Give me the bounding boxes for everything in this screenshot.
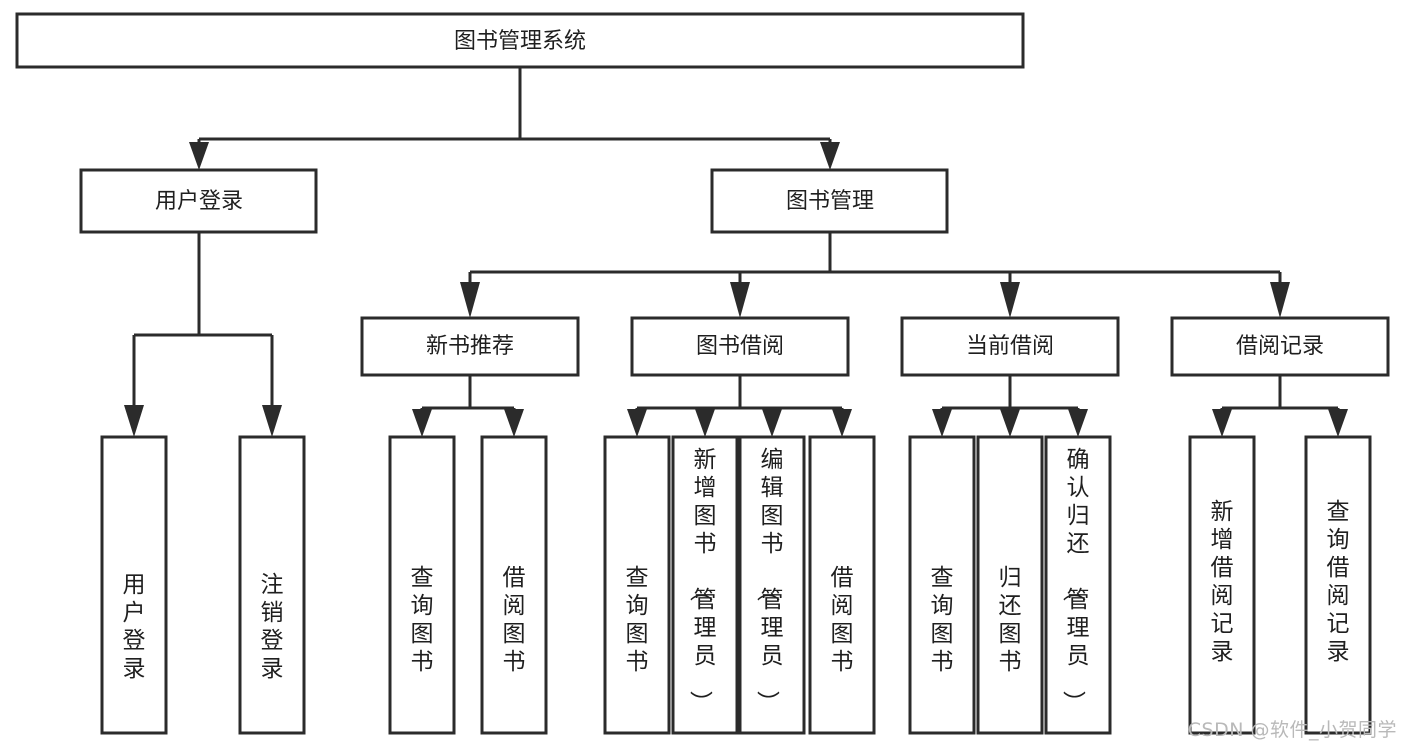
node-leaf-add-borrow-record[interactable]: 新增借阅记录 xyxy=(1188,435,1256,735)
node-leaf-borrow-book-1-label: 借阅图书 xyxy=(503,565,526,675)
arrowhead-leaf-query-book-2 xyxy=(627,409,647,437)
node-book-borrow-box[interactable] xyxy=(630,316,850,377)
node-leaf-query-book-2-box[interactable] xyxy=(603,435,671,735)
arrowhead-leaf-confirm-return-admin xyxy=(1068,409,1088,437)
node-leaf-query-book-1-box[interactable] xyxy=(388,435,456,735)
node-current-borrow-box[interactable] xyxy=(900,316,1120,377)
node-root-label: 图书管理系统 xyxy=(454,29,586,54)
node-leaf-borrow-book-2-box[interactable] xyxy=(808,435,876,735)
node-leaf-logout-login-label: 注销登录 xyxy=(261,572,284,682)
node-leaf-query-borrow-record-box[interactable] xyxy=(1304,435,1372,735)
node-book-management-box[interactable] xyxy=(710,168,949,234)
arrowhead-current-borrow xyxy=(1000,282,1020,318)
node-leaf-edit-book-admin-box[interactable] xyxy=(738,435,806,735)
node-borrow-record-label: 借阅记录 xyxy=(1236,334,1324,359)
node-leaf-confirm-return-admin-label: 确认归还（管理员） xyxy=(1061,447,1090,714)
arrowhead-leaf-user-login xyxy=(124,405,144,437)
node-book-management[interactable]: 图书管理 xyxy=(710,168,949,234)
arrowhead-user-login xyxy=(189,142,209,170)
node-leaf-borrow-book-2-label: 借阅图书 xyxy=(831,565,854,675)
node-leaf-add-borrow-record-label: 新增借阅记录 xyxy=(1211,499,1234,665)
node-leaf-query-book-2[interactable]: 查询图书 xyxy=(603,435,671,735)
node-leaf-return-book-box[interactable] xyxy=(976,435,1044,735)
node-leaf-borrow-book-1-box[interactable] xyxy=(480,435,548,735)
node-book-management-label: 图书管理 xyxy=(786,189,874,214)
node-leaf-query-book-1-label: 查询图书 xyxy=(411,565,434,675)
node-borrow-record-box[interactable] xyxy=(1170,316,1390,377)
node-leaf-user-login-box[interactable] xyxy=(100,435,168,735)
node-leaf-logout-login[interactable]: 注销登录 xyxy=(238,435,306,735)
node-leaf-add-book-admin[interactable]: 新增图书（管理员） xyxy=(671,435,739,735)
node-leaf-add-book-admin-label: 新增图书（管理员） xyxy=(688,447,717,714)
arrowhead-borrow-record xyxy=(1270,282,1290,318)
node-root[interactable]: 图书管理系统 xyxy=(15,12,1025,69)
node-leaf-add-borrow-record-box[interactable] xyxy=(1188,435,1256,735)
node-leaf-query-book-1[interactable]: 查询图书 xyxy=(388,435,456,735)
node-leaf-query-borrow-record[interactable]: 查询借阅记录 xyxy=(1304,435,1372,735)
node-book-borrow-label: 图书借阅 xyxy=(696,334,784,359)
node-leaf-return-book-label: 归还图书 xyxy=(999,565,1022,675)
node-user-login-box[interactable] xyxy=(79,168,318,234)
node-leaf-query-book-3-label: 查询图书 xyxy=(931,565,954,675)
connector-layer xyxy=(124,67,1348,437)
arrowhead-leaf-query-borrow-record xyxy=(1328,409,1348,437)
arrowhead-leaf-query-book-1 xyxy=(412,409,432,437)
node-user-login[interactable]: 用户登录 xyxy=(79,168,318,234)
arrowhead-leaf-logout-login xyxy=(262,405,282,437)
node-leaf-query-book-2-label: 查询图书 xyxy=(626,565,649,675)
node-leaf-user-login[interactable]: 用户登录 xyxy=(100,435,168,735)
node-current-borrow[interactable]: 当前借阅 xyxy=(900,316,1120,377)
node-leaf-query-borrow-record-label: 查询借阅记录 xyxy=(1327,499,1350,665)
arrowhead-leaf-add-book-admin xyxy=(695,409,715,437)
node-leaf-confirm-return-admin[interactable]: 确认归还（管理员） xyxy=(1044,435,1112,735)
arrowhead-new-book-recommend xyxy=(460,282,480,318)
node-new-book-recommend-box[interactable] xyxy=(360,316,580,377)
arrowhead-leaf-borrow-book-2 xyxy=(832,409,852,437)
arrowhead-leaf-edit-book-admin xyxy=(762,409,782,437)
node-borrow-record[interactable]: 借阅记录 xyxy=(1170,316,1390,377)
node-root-box[interactable] xyxy=(15,12,1025,69)
node-leaf-logout-login-box[interactable] xyxy=(238,435,306,735)
node-leaf-edit-book-admin-label: 编辑图书（管理员） xyxy=(755,447,784,714)
node-leaf-return-book[interactable]: 归还图书 xyxy=(976,435,1044,735)
arrowhead-leaf-borrow-book-1 xyxy=(504,409,524,437)
node-new-book-recommend[interactable]: 新书推荐 xyxy=(360,316,580,377)
node-leaf-confirm-return-admin-box[interactable] xyxy=(1044,435,1112,735)
node-user-login-label: 用户登录 xyxy=(155,189,243,214)
arrowhead-book-borrow xyxy=(730,282,750,318)
node-current-borrow-label: 当前借阅 xyxy=(966,334,1054,359)
node-leaf-edit-book-admin[interactable]: 编辑图书（管理员） xyxy=(738,435,806,735)
node-leaf-add-book-admin-box[interactable] xyxy=(671,435,739,735)
arrowhead-book-management xyxy=(820,142,840,170)
arrowhead-leaf-return-book xyxy=(1000,409,1020,437)
node-book-borrow[interactable]: 图书借阅 xyxy=(630,316,850,377)
node-new-book-recommend-label: 新书推荐 xyxy=(426,334,514,359)
node-leaf-user-login-label: 用户登录 xyxy=(123,572,146,682)
arrowhead-leaf-query-book-3 xyxy=(932,409,952,437)
node-leaf-query-book-3-box[interactable] xyxy=(908,435,976,735)
node-leaf-borrow-book-1[interactable]: 借阅图书 xyxy=(480,435,548,735)
node-leaf-query-book-3[interactable]: 查询图书 xyxy=(908,435,976,735)
node-leaf-borrow-book-2[interactable]: 借阅图书 xyxy=(808,435,876,735)
arrowhead-leaf-add-borrow-record xyxy=(1212,409,1232,437)
